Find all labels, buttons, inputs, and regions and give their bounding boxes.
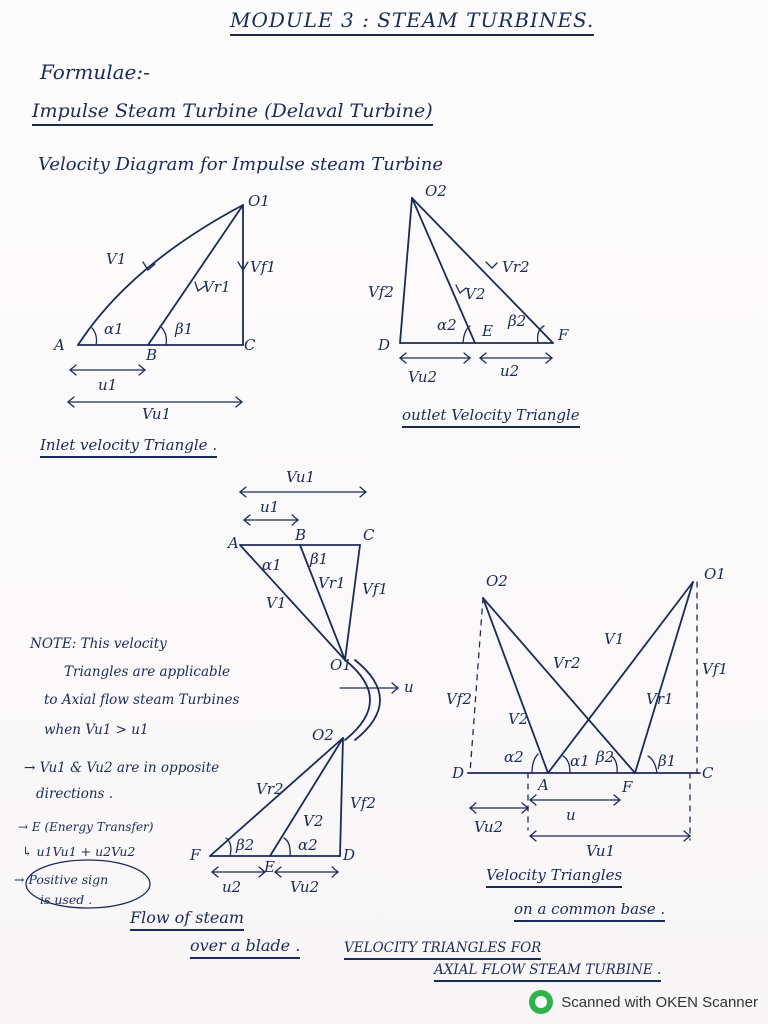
cb-label-D: D xyxy=(452,764,465,782)
blade-label-beta2: β2 xyxy=(236,836,255,854)
note-line: → Vu1 & Vu2 are in opposite xyxy=(24,760,220,776)
blade-label-F: F xyxy=(190,846,201,864)
note-line: Triangles are applicable xyxy=(64,664,230,680)
oken-logo-icon xyxy=(529,990,554,1014)
blade-label-O2: O2 xyxy=(312,726,334,744)
blade-label-A: A xyxy=(228,534,239,552)
outlet-label-E: E xyxy=(482,322,493,340)
cb-label-Vf2: Vf2 xyxy=(446,690,472,708)
outlet-label-Vu2: Vu2 xyxy=(408,368,438,386)
blade-label-Vf1: Vf1 xyxy=(362,580,388,598)
common-base-diagram xyxy=(467,581,701,842)
cb-label-O2: O2 xyxy=(486,572,508,590)
blade-label-u1: u1 xyxy=(260,498,280,516)
cb-label-beta1: β1 xyxy=(658,752,677,770)
scanner-watermark: Scanned with OKEN Scanner xyxy=(529,990,758,1014)
outlet-label-V2: V2 xyxy=(465,285,486,303)
inlet-velocity-triangle xyxy=(66,204,249,408)
blade-label-u2: u2 xyxy=(222,878,242,896)
blade-label-Vu1: Vu1 xyxy=(286,468,316,486)
blade-label-E: E xyxy=(264,858,275,876)
cb-label-Vu2: Vu2 xyxy=(474,818,504,836)
blade-label-Vr2: Vr2 xyxy=(256,780,284,798)
note-line: → E (Energy Transfer) xyxy=(18,820,154,834)
diagram-heading: Velocity Diagram for Impulse steam Turbi… xyxy=(38,154,443,175)
outlet-triangle-caption: outlet Velocity Triangle xyxy=(402,406,580,428)
cb-label-Vu1: Vu1 xyxy=(586,842,616,860)
blade-label-V1: V1 xyxy=(266,594,287,612)
note-line: to Axial flow steam Turbines xyxy=(44,692,240,708)
axial-flow-caption-line1: VELOCITY TRIANGLES FOR xyxy=(344,940,542,960)
inlet-label-O1: O1 xyxy=(248,192,270,210)
inlet-label-C: C xyxy=(244,336,256,354)
inlet-label-A: A xyxy=(54,336,65,354)
blade-label-u: u xyxy=(404,678,414,696)
blade-label-V2: V2 xyxy=(303,812,324,830)
blade-caption-line2: over a blade . xyxy=(190,936,301,959)
cb-label-A: A xyxy=(538,776,549,794)
blade-caption-line1: Flow of steam xyxy=(130,908,245,931)
inlet-label-B: B xyxy=(146,346,158,364)
outlet-velocity-triangle xyxy=(398,197,554,364)
inlet-label-beta1: β1 xyxy=(175,320,194,338)
note-line: is used . xyxy=(40,892,93,907)
cb-label-beta2: β2 xyxy=(596,748,615,766)
cb-label-Vf1: Vf1 xyxy=(702,660,728,678)
blade-label-Vr1: Vr1 xyxy=(318,574,346,592)
outlet-label-F: F xyxy=(558,326,569,344)
cb-label-V2: V2 xyxy=(508,710,529,728)
inlet-label-u1: u1 xyxy=(98,376,118,394)
blade-label-O1: O1 xyxy=(330,656,352,674)
watermark-text: Scanned with OKEN Scanner xyxy=(561,993,758,1011)
blade-label-alpha2: α2 xyxy=(298,836,318,854)
inlet-label-Vu1: Vu1 xyxy=(142,405,172,423)
outlet-label-u2: u2 xyxy=(500,362,520,380)
cb-label-O1: O1 xyxy=(704,565,726,583)
blade-label-Vf2: Vf2 xyxy=(350,794,376,812)
cb-label-F: F xyxy=(622,778,633,796)
cb-label-Vr2: Vr2 xyxy=(553,654,581,672)
cb-label-V1: V1 xyxy=(604,630,625,648)
blade-label-C: C xyxy=(363,526,375,544)
inlet-triangle-caption: Inlet velocity Triangle . xyxy=(40,436,218,458)
blade-label-alpha1: α1 xyxy=(262,556,282,574)
inlet-label-Vf1: Vf1 xyxy=(250,258,276,276)
cb-label-C: C xyxy=(702,764,714,782)
cb-label-alpha1: α1 xyxy=(570,752,590,770)
note-line: when Vu1 > u1 xyxy=(44,722,149,738)
inlet-label-alpha1: α1 xyxy=(104,320,124,338)
outlet-label-beta2: β2 xyxy=(508,312,527,330)
blade-label-Vu2: Vu2 xyxy=(290,878,320,896)
outlet-label-D: D xyxy=(378,336,391,354)
blade-flow-diagram xyxy=(209,486,400,878)
common-base-caption-line1: Velocity Triangles xyxy=(486,866,623,888)
common-base-caption-line2: on a common base . xyxy=(514,900,666,922)
note-line: NOTE: This velocity xyxy=(30,636,167,652)
inlet-label-V1: V1 xyxy=(106,250,127,268)
cb-label-alpha2: α2 xyxy=(504,748,524,766)
note-line: → Positive sign xyxy=(14,872,109,887)
section-subtitle: Impulse Steam Turbine (Delaval Turbine) xyxy=(32,100,433,126)
note-line: directions . xyxy=(36,786,114,802)
note-line: ↳ u1Vu1 + u2Vu2 xyxy=(22,844,136,859)
outlet-label-alpha2: α2 xyxy=(437,316,457,334)
blade-label-D: D xyxy=(343,846,356,864)
formulae-heading: Formulae:- xyxy=(40,60,150,84)
outlet-label-Vf2: Vf2 xyxy=(368,283,394,301)
cb-label-u: u xyxy=(566,806,576,824)
note-callout-ellipse xyxy=(25,859,151,909)
outlet-label-Vr2: Vr2 xyxy=(502,258,530,276)
inlet-label-Vr1: Vr1 xyxy=(203,278,231,296)
page-title: MODULE 3 : STEAM TURBINES. xyxy=(230,8,595,36)
outlet-label-O2: O2 xyxy=(425,182,447,200)
cb-label-Vr1: Vr1 xyxy=(646,690,674,708)
blade-label-B: B xyxy=(295,526,307,544)
axial-flow-caption-line2: AXIAL FLOW STEAM TURBINE . xyxy=(434,962,662,982)
blade-label-beta1: β1 xyxy=(310,550,329,568)
